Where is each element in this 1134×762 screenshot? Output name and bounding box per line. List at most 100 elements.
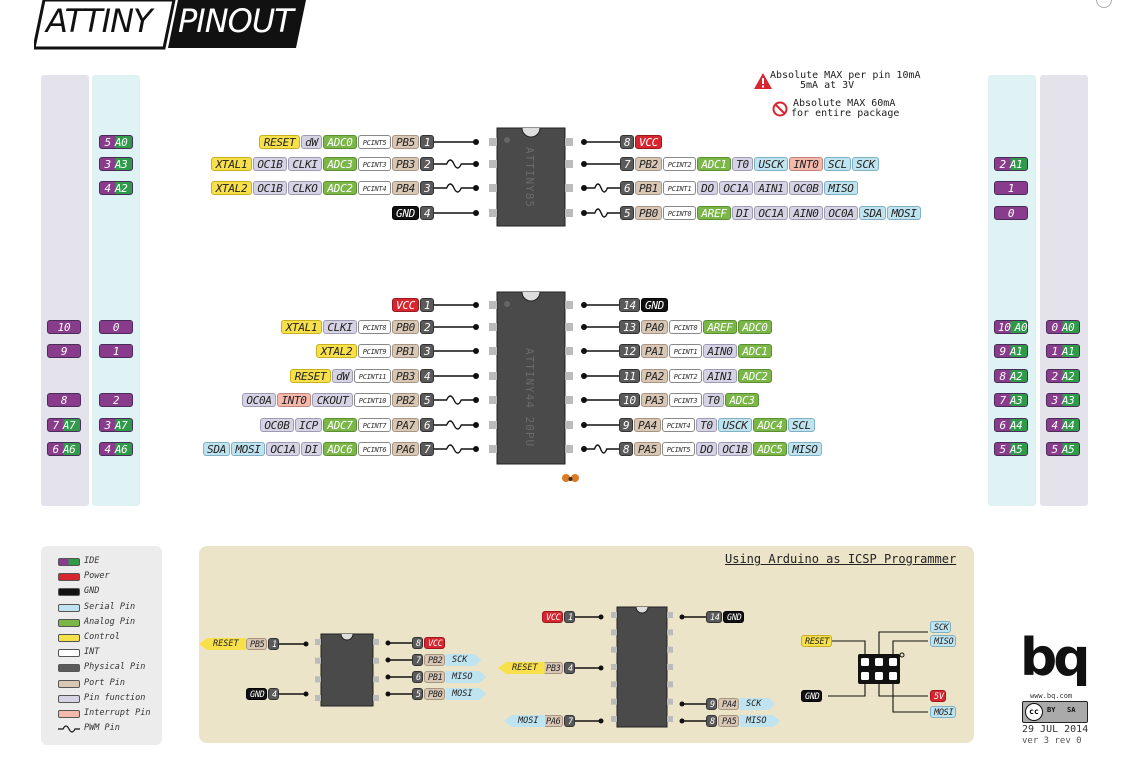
icsp-b-phys-7: 7 (564, 715, 575, 727)
a-left-1-1: OC1B (253, 157, 287, 171)
pwm-wave (58, 725, 80, 733)
attiny44-leg-r1 (565, 301, 573, 309)
icsp-b-rw-1 (682, 703, 706, 705)
a-right-3-3: DI (732, 206, 753, 220)
a-right-wire-1 (584, 163, 620, 165)
ide-85-right-2: 1 (994, 181, 1028, 195)
a-left-wire-0 (434, 141, 476, 143)
b-left-5-2: ADC7 (323, 418, 357, 432)
a-right-1-5: INT0 (789, 157, 823, 171)
legend-swatch (58, 618, 80, 627)
attiny44-leg-l4 (489, 372, 497, 380)
ide-44-left-outer-2-digital: 9 (60, 345, 68, 358)
b-left-wire-6 (434, 444, 476, 454)
icsp-a-rport-1: PB2 (424, 654, 445, 666)
ide-44-left-inner-4-digital: 2 (112, 394, 120, 407)
attiny44-body (496, 291, 566, 465)
physical-pin-7: 7 (620, 157, 634, 171)
physical-pin-2: 2 (420, 157, 434, 171)
icsp-header-pin-3 (861, 672, 869, 680)
ide-44-right-outer-4-analog: A3 (1061, 394, 1075, 407)
ide-44-right-inner-4-analog: A3 (1009, 394, 1023, 407)
attiny85-package (496, 127, 566, 227)
a-left-1-4: PCINT3 (358, 157, 391, 171)
ide-44-left-inner-5-analog: A7 (114, 419, 128, 432)
attiny44-notch (521, 291, 541, 302)
icsp-a-rport-2: PB1 (424, 671, 445, 683)
a-right-2-4: AIN1 (754, 181, 788, 195)
b-right-6-3: OC1B (718, 442, 752, 456)
icsp-b-leg-l3 (611, 664, 617, 670)
icsp-b-phys-4: 4 (564, 662, 575, 674)
icsp-a-rw-1 (388, 659, 412, 661)
a-right-1-6: SCL (824, 157, 851, 171)
physical-pin-b-2: 2 (420, 320, 434, 334)
b-right-0-0: GND (641, 298, 668, 312)
sa-icon: SA (1067, 706, 1076, 714)
ide-85-right-2-digital: 1 (1007, 182, 1015, 195)
icsp-a-phys-r-8: 8 (412, 637, 423, 649)
ide-44-right-outer-1-analog: A0 (1061, 321, 1075, 334)
attiny44-leg-l7 (489, 445, 497, 453)
ide-44-right-inner-1-digital: 10 (998, 321, 1011, 334)
ide-44-right-inner-2-analog: A1 (1009, 345, 1023, 358)
a-right-wire-3 (584, 208, 620, 218)
bq-brand-block: bq www.bq.com cc BY SA 29 JUL 2014 ver 3… (1020, 628, 1090, 750)
icsp-a-phys-r-6: 6 (412, 671, 423, 683)
ide-44-left-outer-1: 10 (47, 320, 81, 334)
a-left-1-3: ADC3 (323, 157, 357, 171)
icsp-b-leg-l4 (611, 681, 617, 688)
ide-44-left-outer-2: 9 (47, 344, 81, 358)
ide-44-left-inner-2-digital: 1 (112, 345, 120, 358)
ide-44-right-outer-5-analog: A4 (1061, 419, 1075, 432)
ide-85-right-3: 0 (994, 206, 1028, 220)
physical-pin-b-14: 14 (619, 298, 640, 312)
legend-swatch (58, 710, 80, 718)
a-left-wire-1 (434, 159, 476, 169)
icsp-b-notch (635, 606, 649, 614)
icsp-b-phys-r-14: 14 (706, 611, 722, 623)
ide-85-left-0-digital: 5 (104, 136, 112, 149)
ide-column-left-outer (41, 75, 89, 506)
a-left-wire-1-pwm-trace (434, 159, 476, 169)
a-right-3-0: PB0 (635, 206, 662, 220)
icsp-a-rtag-2: MISO (446, 671, 487, 683)
header-wire-mosi (892, 684, 928, 713)
icsp-header-miso: MISO (930, 635, 956, 647)
corner-circle-icon (1096, 0, 1112, 8)
b-right-4-2: T0 (703, 393, 724, 407)
ide-44-left-inner-2: 1 (99, 344, 133, 358)
ide-85-left-2-digital: 4 (104, 182, 112, 195)
legend-swatch (58, 588, 80, 597)
icsp-b-chip (611, 606, 673, 728)
b-right-wire-2 (584, 350, 619, 352)
warning-text-1: Absolute MAX per pin 10mA (770, 70, 921, 81)
physical-pin-5: 5 (620, 206, 634, 220)
icsp-a-rtag-3: MOSI (446, 688, 487, 700)
attiny85-label: ATTINY85 (523, 147, 536, 208)
b-right-3-1: PCINT2 (669, 369, 702, 383)
a-right-2-2: DO (697, 181, 718, 195)
icsp-header-gnd: GND (801, 690, 822, 702)
icsp-a-phys-4: 4 (268, 688, 279, 700)
attiny85-leg-l1 (489, 138, 497, 146)
attiny44-leg-r4 (565, 372, 573, 380)
b-left-wire-4-pwm-trace (434, 395, 476, 405)
pwm-pin-icon (58, 725, 80, 733)
by-icon: BY (1047, 706, 1056, 714)
ide-44-left-outer-1-digital: 10 (57, 321, 71, 334)
b-left-wire-4 (434, 395, 476, 405)
warning-triangle-icon (754, 73, 772, 89)
b-right-5-2: T0 (696, 418, 717, 432)
ide-44-left-inner-5-digital: 3 (104, 419, 112, 432)
a-left-0-3: PCINT5 (358, 135, 391, 149)
b-right-wire-5 (584, 424, 619, 426)
b-left-1-2: PCINT8 (358, 320, 391, 334)
